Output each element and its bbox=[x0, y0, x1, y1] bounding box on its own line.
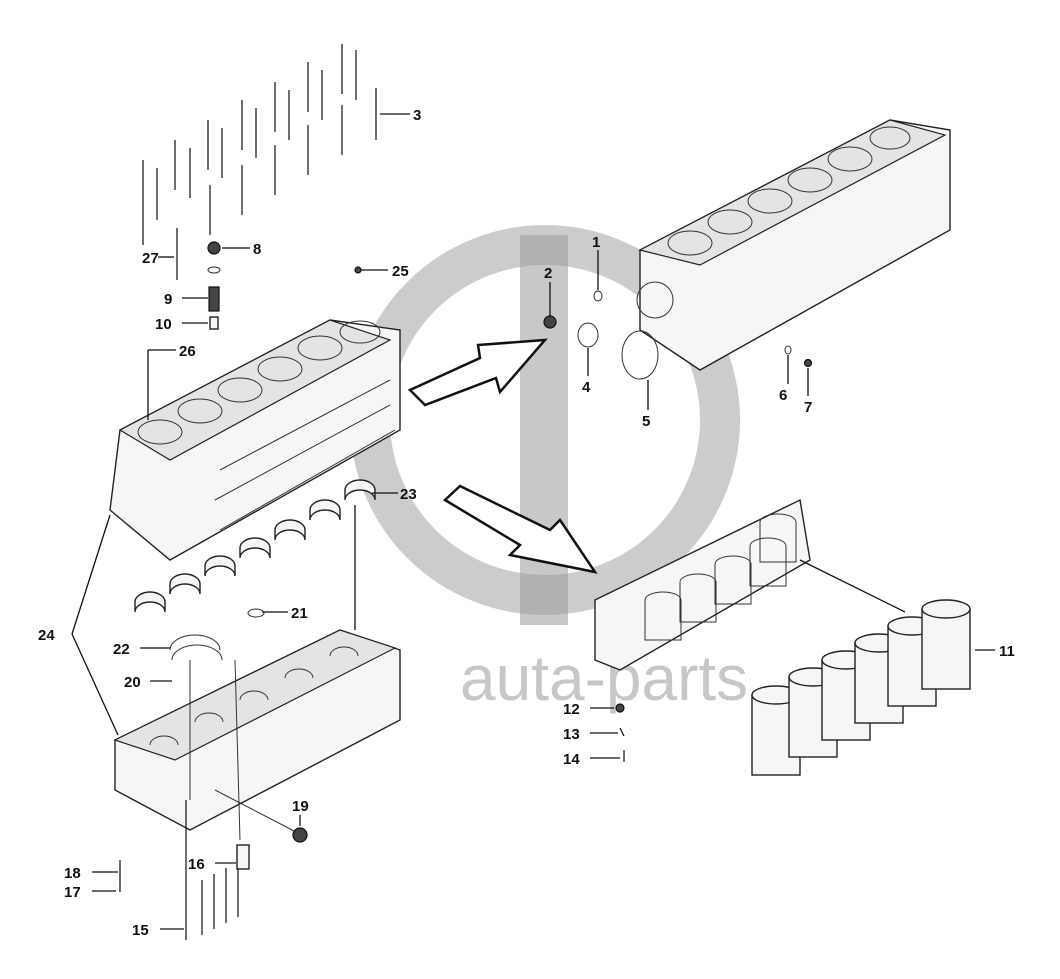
callout-16: 16 bbox=[188, 856, 205, 873]
leader-lines bbox=[71, 113, 995, 930]
main-bearings-upper bbox=[134, 479, 376, 613]
callout-17: 17 bbox=[64, 884, 81, 901]
callout-9: 9 bbox=[164, 291, 172, 308]
callout-2: 2 bbox=[544, 265, 552, 282]
callout-27: 27 bbox=[142, 250, 159, 267]
part-20-thrust-washer bbox=[171, 644, 223, 661]
part-6-pin bbox=[784, 345, 792, 355]
part-16-dowel bbox=[236, 844, 250, 870]
callout-13: 13 bbox=[563, 726, 580, 743]
part-13-washer bbox=[619, 727, 625, 737]
part-21-o-ring bbox=[247, 608, 265, 618]
part-8-nut bbox=[207, 241, 221, 255]
callout-1: 1 bbox=[592, 234, 600, 251]
head-bolts bbox=[142, 44, 377, 280]
part-9-spring bbox=[208, 286, 220, 312]
part-12-jet bbox=[615, 703, 625, 713]
callout-5: 5 bbox=[642, 413, 650, 430]
part-22-thrust-washer bbox=[169, 634, 221, 651]
callout-15: 15 bbox=[132, 922, 149, 939]
part-5-seal bbox=[621, 330, 659, 380]
cylinder-liners bbox=[751, 599, 971, 776]
callout-10: 10 bbox=[155, 316, 172, 333]
cylinder-block-upper-right bbox=[636, 119, 951, 371]
callout-20: 20 bbox=[124, 674, 141, 691]
callout-26: 26 bbox=[179, 343, 196, 360]
callout-23: 23 bbox=[400, 486, 417, 503]
callout-25: 25 bbox=[392, 263, 409, 280]
part-10-sleeve bbox=[209, 316, 219, 330]
crankcase-lower bbox=[113, 629, 401, 831]
part-2-plug bbox=[543, 315, 557, 329]
callout-12: 12 bbox=[563, 701, 580, 718]
callout-24: 24 bbox=[38, 627, 55, 644]
callout-18: 18 bbox=[64, 865, 81, 882]
part-25-plug bbox=[354, 266, 362, 274]
arrow-to-upper-block bbox=[407, 338, 548, 407]
callout-6: 6 bbox=[779, 387, 787, 404]
callout-14: 14 bbox=[563, 751, 580, 768]
callout-3: 3 bbox=[413, 107, 421, 124]
callout-labels: 1 2 3 4 5 6 7 8 9 10 11 12 13 14 15 16 1… bbox=[38, 107, 1015, 939]
callout-4: 4 bbox=[582, 379, 591, 396]
part-washer bbox=[207, 266, 221, 274]
lower-bolts bbox=[119, 800, 239, 940]
part-19-plug bbox=[292, 827, 308, 843]
callout-22: 22 bbox=[113, 641, 130, 658]
part-1-ring bbox=[593, 290, 603, 302]
cylinder-block-lower-right bbox=[594, 498, 811, 671]
callout-21: 21 bbox=[291, 605, 308, 622]
callout-11: 11 bbox=[999, 643, 1015, 660]
part-4-seal bbox=[577, 322, 599, 348]
callout-19: 19 bbox=[292, 798, 309, 815]
cylinder-block-left bbox=[109, 319, 401, 561]
part-7-plug bbox=[803, 358, 813, 368]
callout-8: 8 bbox=[253, 241, 261, 258]
callout-7: 7 bbox=[804, 399, 812, 416]
arrow-to-liner-block bbox=[442, 484, 598, 574]
